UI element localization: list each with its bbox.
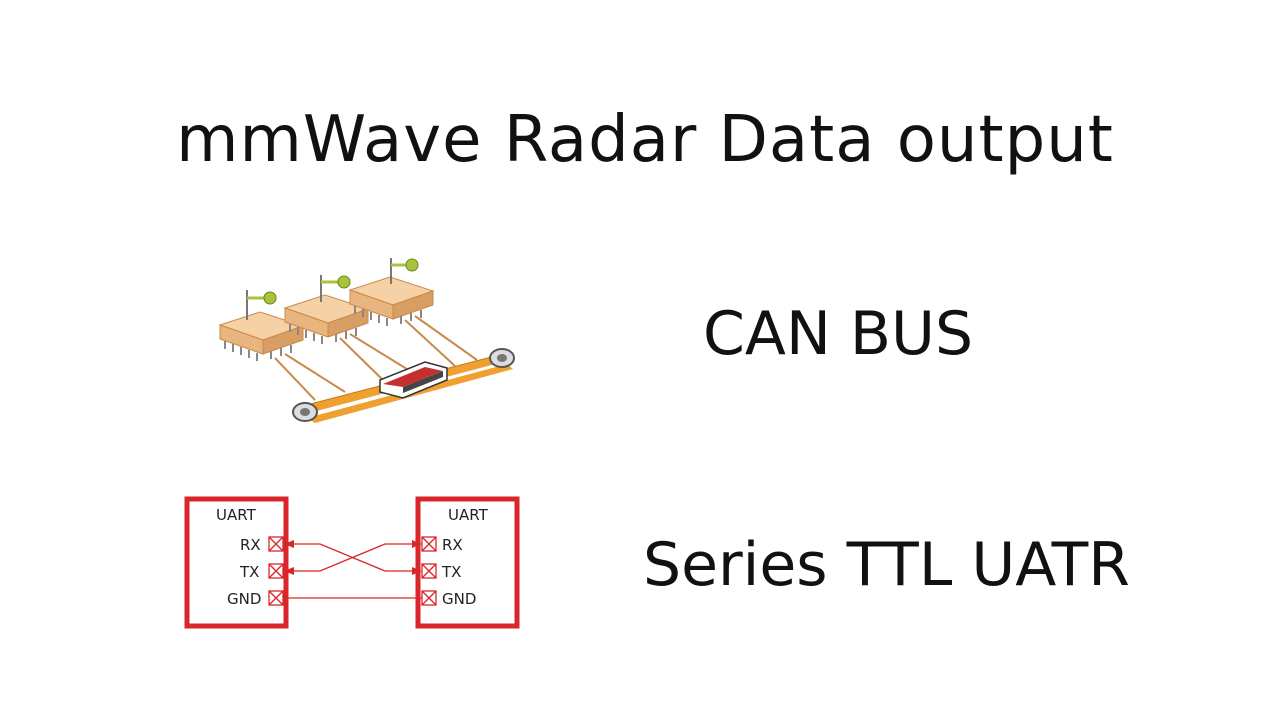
left-pin-terminals	[268, 536, 284, 606]
chip-node-2	[283, 275, 370, 344]
can-bus-label: CAN BUS	[703, 299, 974, 369]
left-pin-tx: TX	[239, 563, 259, 581]
wire-arrowheads	[284, 540, 422, 575]
terminator-right	[489, 348, 515, 368]
right-pin-gnd: GND	[442, 590, 476, 608]
drop-wires	[274, 315, 478, 401]
left-uart-title: UART	[216, 506, 257, 524]
right-pin-terminals	[421, 536, 437, 606]
chip-node-1	[218, 290, 305, 361]
right-pin-tx: TX	[441, 563, 461, 581]
uart-label: Series TTL UATR	[643, 530, 1130, 600]
uart-wires	[283, 543, 422, 599]
right-uart-title: UART	[448, 506, 489, 524]
chip-node-3	[348, 258, 435, 326]
left-uart-box	[184, 496, 289, 629]
uart-wiring-diagram: UART RX TX GND UART RX TX GND	[184, 496, 520, 629]
left-pin-gnd: GND	[227, 590, 261, 608]
slide-title: mmWave Radar Data output	[176, 103, 1114, 177]
left-pin-rx: RX	[240, 536, 261, 554]
vehicle-icon	[379, 361, 448, 399]
can-bus-illustration	[218, 258, 515, 423]
terminator-left	[292, 402, 318, 422]
right-pin-rx: RX	[442, 536, 463, 554]
